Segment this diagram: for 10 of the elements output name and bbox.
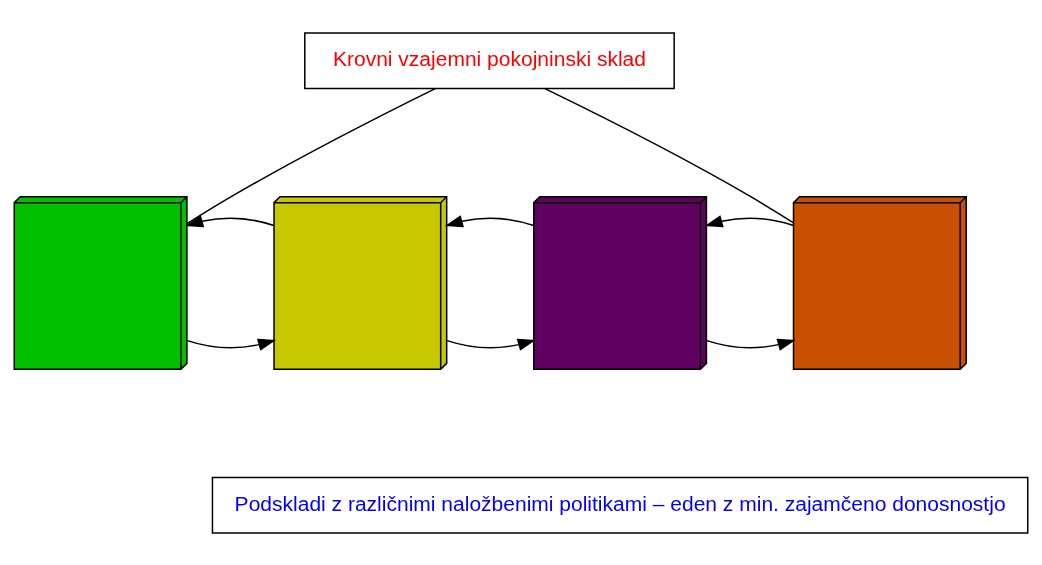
node-box: Podskladi z različnimi naložbenimi politikami – eden z min. zajamčeno donosnostjo (211, 476, 1029, 534)
arrow (444, 214, 535, 227)
connector (544, 87, 794, 223)
arrow (446, 338, 536, 351)
node-box: Krovni vzajemni pokojninski sklad (304, 31, 675, 89)
arrow (706, 338, 796, 351)
arrow (185, 214, 275, 227)
arrow (186, 338, 277, 351)
connector (186, 87, 436, 224)
arrow (704, 214, 795, 227)
